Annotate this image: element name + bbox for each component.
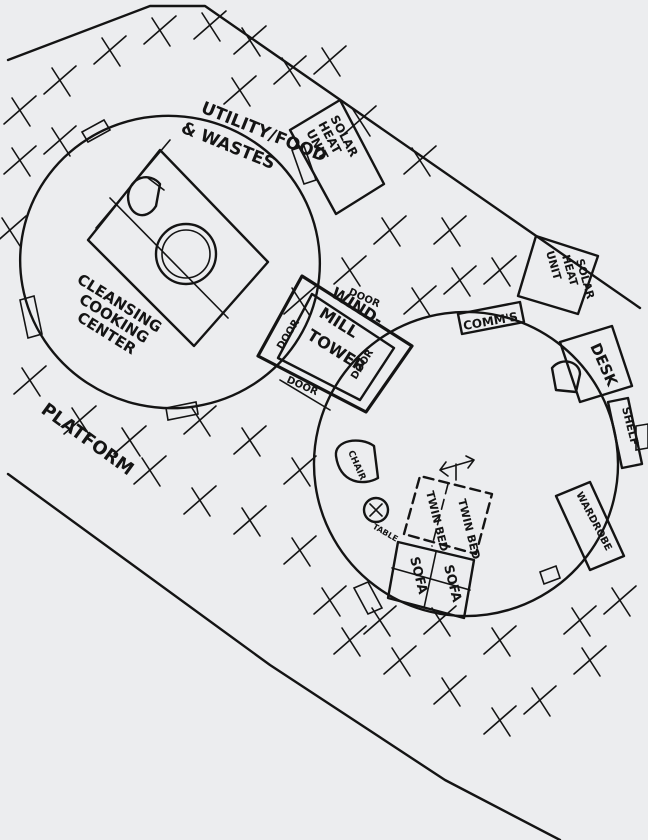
hatch-mark — [3, 145, 37, 177]
platform-outline — [6, 472, 562, 840]
hatch-mark — [63, 405, 97, 437]
hatch-mark — [183, 405, 217, 437]
hatch-mark — [333, 625, 367, 657]
wardrobe — [554, 480, 626, 572]
hatch-mark — [273, 55, 307, 87]
hatch-mark — [223, 75, 257, 107]
hatch-mark — [113, 425, 147, 457]
bed-sofa-grid — [386, 455, 494, 620]
hatch-mark — [383, 645, 417, 677]
hatch-mark — [363, 605, 397, 637]
hatch-mark — [343, 105, 377, 137]
hatch-mark — [93, 35, 127, 67]
hatch-mark — [193, 10, 227, 42]
hatch-mark — [483, 625, 517, 657]
hatch-mark — [143, 15, 177, 47]
hatch-mark — [403, 285, 437, 317]
hatch-mark — [603, 585, 637, 617]
toilet-icon — [126, 176, 162, 217]
chair — [334, 439, 380, 484]
hatch-mark — [233, 425, 267, 457]
hatch-mark — [563, 605, 597, 637]
utility-dome-wall — [18, 114, 322, 410]
hatch-mark — [0, 215, 27, 247]
hatch-mark — [313, 45, 347, 77]
desk — [558, 324, 634, 404]
hatch-mark — [373, 215, 407, 247]
hatch-mark — [283, 285, 317, 317]
hatch-mark — [133, 455, 167, 487]
table — [362, 496, 390, 524]
hatch-mark — [403, 145, 437, 177]
hatch-mark — [283, 535, 317, 567]
hatch-mark — [283, 455, 317, 487]
ground-hatching — [0, 10, 637, 737]
hatch-mark — [573, 645, 607, 677]
hatch-mark — [333, 255, 367, 287]
hatch-mark — [13, 365, 47, 397]
solar-heat-unit-right — [516, 234, 600, 316]
hatch-mark — [233, 505, 267, 537]
windmill-tower — [256, 274, 414, 414]
hatch-mark — [313, 585, 347, 617]
hatch-mark — [183, 485, 217, 517]
sink-basin-icon — [154, 222, 218, 286]
hatch-mark — [523, 685, 557, 717]
hatch-mark — [483, 255, 517, 287]
double-arrow-icon — [439, 455, 475, 481]
hatch-mark — [483, 705, 517, 737]
hatch-mark — [43, 65, 77, 97]
wall-markers — [352, 423, 648, 616]
shelf — [606, 396, 644, 470]
hatch-mark — [233, 25, 267, 57]
desk-chair-icon — [550, 360, 582, 394]
hatch-mark — [433, 215, 467, 247]
hatch-mark — [3, 95, 37, 127]
solar-heat-unit-top — [288, 98, 386, 216]
comms-unit — [456, 300, 526, 336]
hatch-mark — [433, 675, 467, 707]
hatch-mark — [43, 125, 77, 157]
hatch-mark — [443, 265, 477, 297]
cleansing-cooking-center — [86, 139, 270, 348]
